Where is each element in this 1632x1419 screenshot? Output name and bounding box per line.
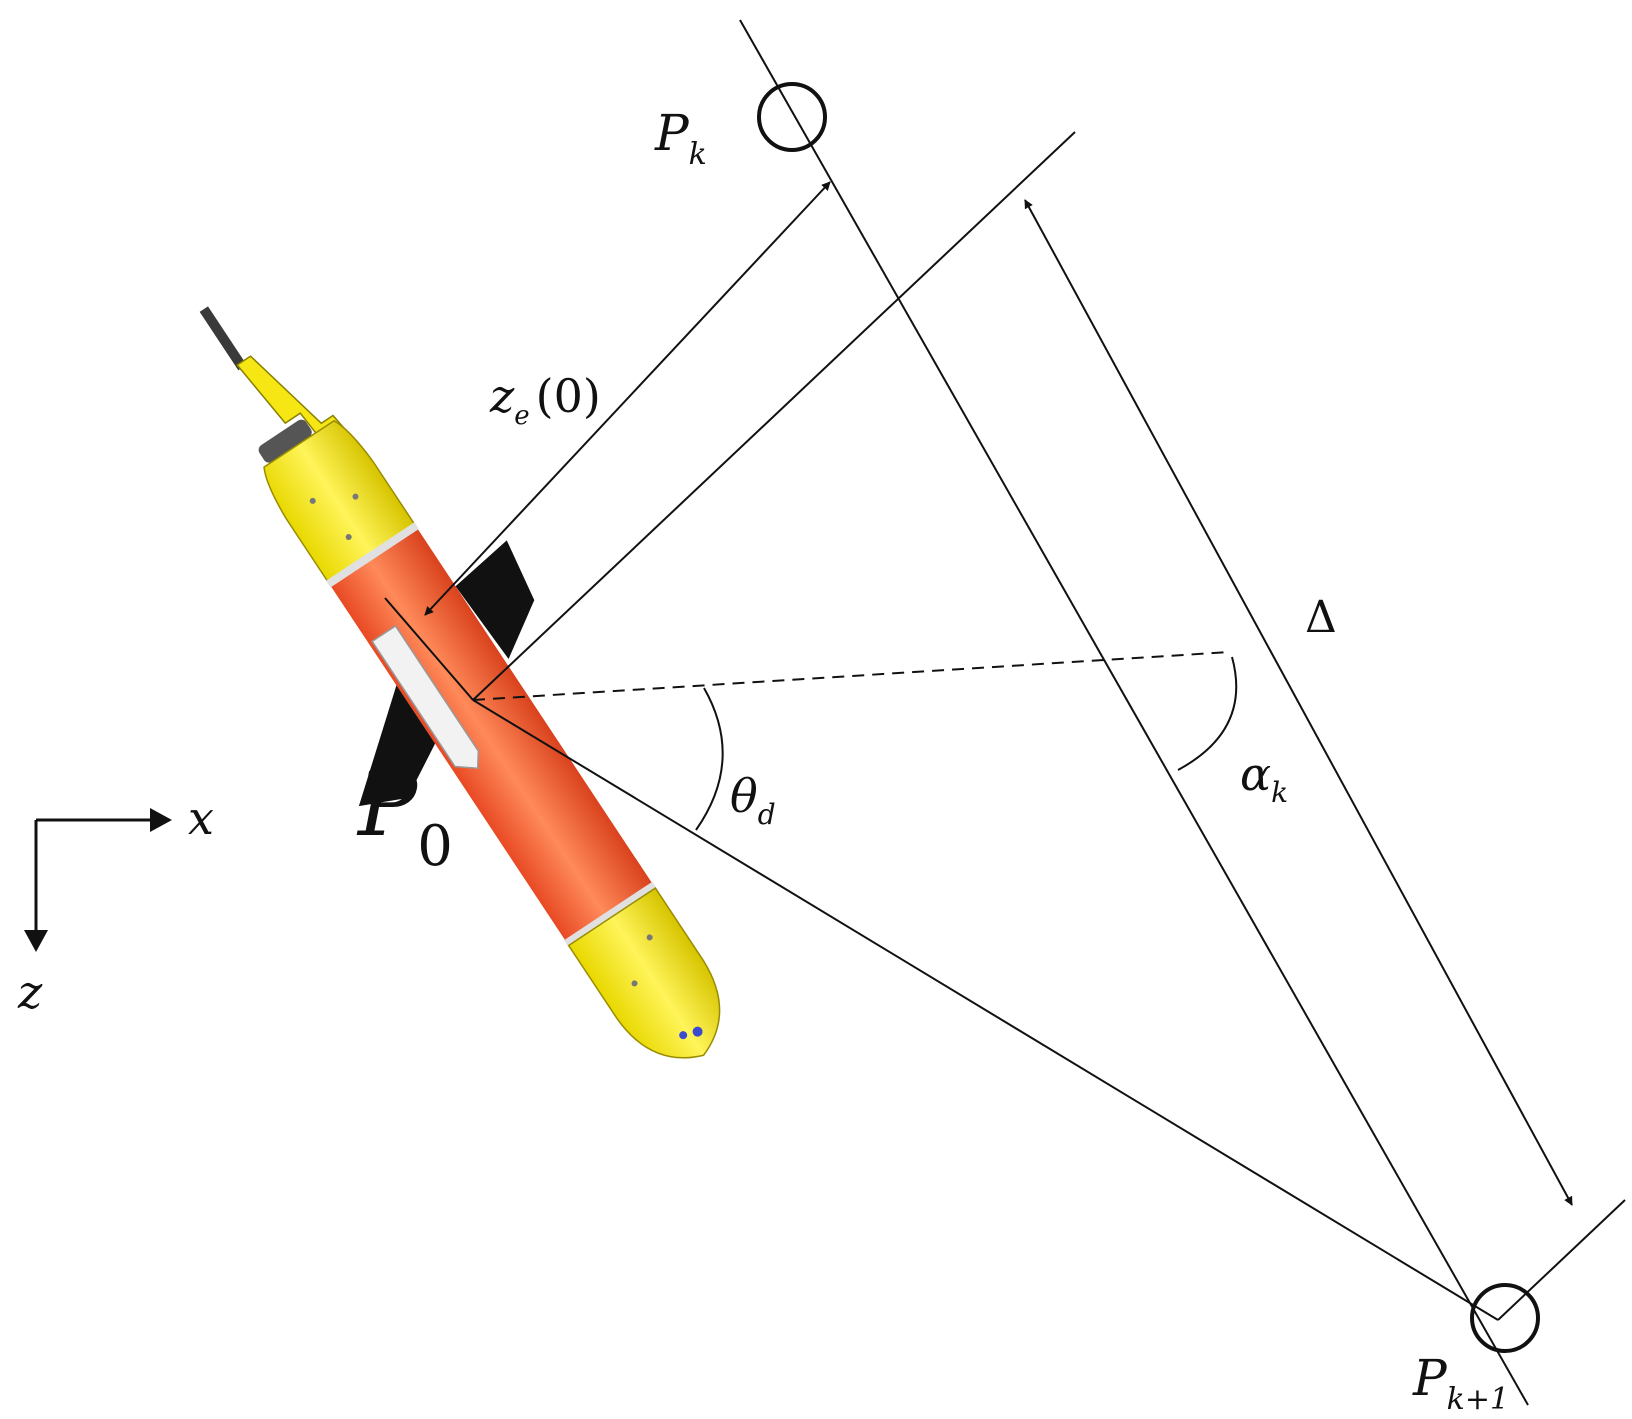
ze0-dimension-arrow xyxy=(424,181,831,616)
antenna-rod xyxy=(199,306,247,371)
nose-yellow-section xyxy=(567,887,721,1059)
delta-dimension-arrow xyxy=(1024,199,1573,1206)
wing-root-panel xyxy=(371,624,480,770)
pk1-perpendicular-line xyxy=(1497,1199,1626,1321)
orange-hull xyxy=(329,526,654,943)
tail-cap xyxy=(258,419,312,463)
label-alpha-k: αk xyxy=(1240,747,1288,809)
rivet xyxy=(646,934,653,941)
rivet xyxy=(309,497,316,504)
rivet xyxy=(345,534,352,541)
hull-ring-front xyxy=(563,881,658,949)
glider-axis-segment xyxy=(384,597,474,701)
waypoint-circle-icon xyxy=(1470,1283,1540,1353)
label-p0: P0 xyxy=(356,753,453,879)
label-delta: Δ xyxy=(1305,592,1337,643)
waypoint-line xyxy=(739,19,1529,1406)
hull-ring-rear xyxy=(326,522,419,588)
label-axis-x: x xyxy=(188,791,214,845)
x-axis-arrowhead xyxy=(150,808,172,832)
rivet xyxy=(631,980,638,987)
label-pk: Pk xyxy=(654,104,707,172)
alpha-k-arc xyxy=(1177,656,1238,771)
nose-sensor xyxy=(679,1031,688,1040)
label-ze0: ze(0) xyxy=(489,369,601,431)
waypoint-circle-icon xyxy=(757,82,827,152)
lower-fin xyxy=(358,685,436,807)
nose-sensor xyxy=(692,1026,703,1037)
label-theta-d: θd xyxy=(730,769,776,831)
label-axis-z: z xyxy=(17,965,43,1019)
label-pk1: Pk+1 xyxy=(1412,1349,1509,1417)
heading-line-to-pk1 xyxy=(472,699,1499,1321)
rivet xyxy=(352,493,359,500)
z-axis-arrowhead xyxy=(24,930,48,952)
geometry-lines xyxy=(384,19,1626,1406)
horizontal-reference-dashed xyxy=(472,651,1231,701)
underwater-glider-image xyxy=(199,306,721,1059)
coordinate-axes xyxy=(24,808,172,952)
theta-d-arc xyxy=(695,687,724,831)
